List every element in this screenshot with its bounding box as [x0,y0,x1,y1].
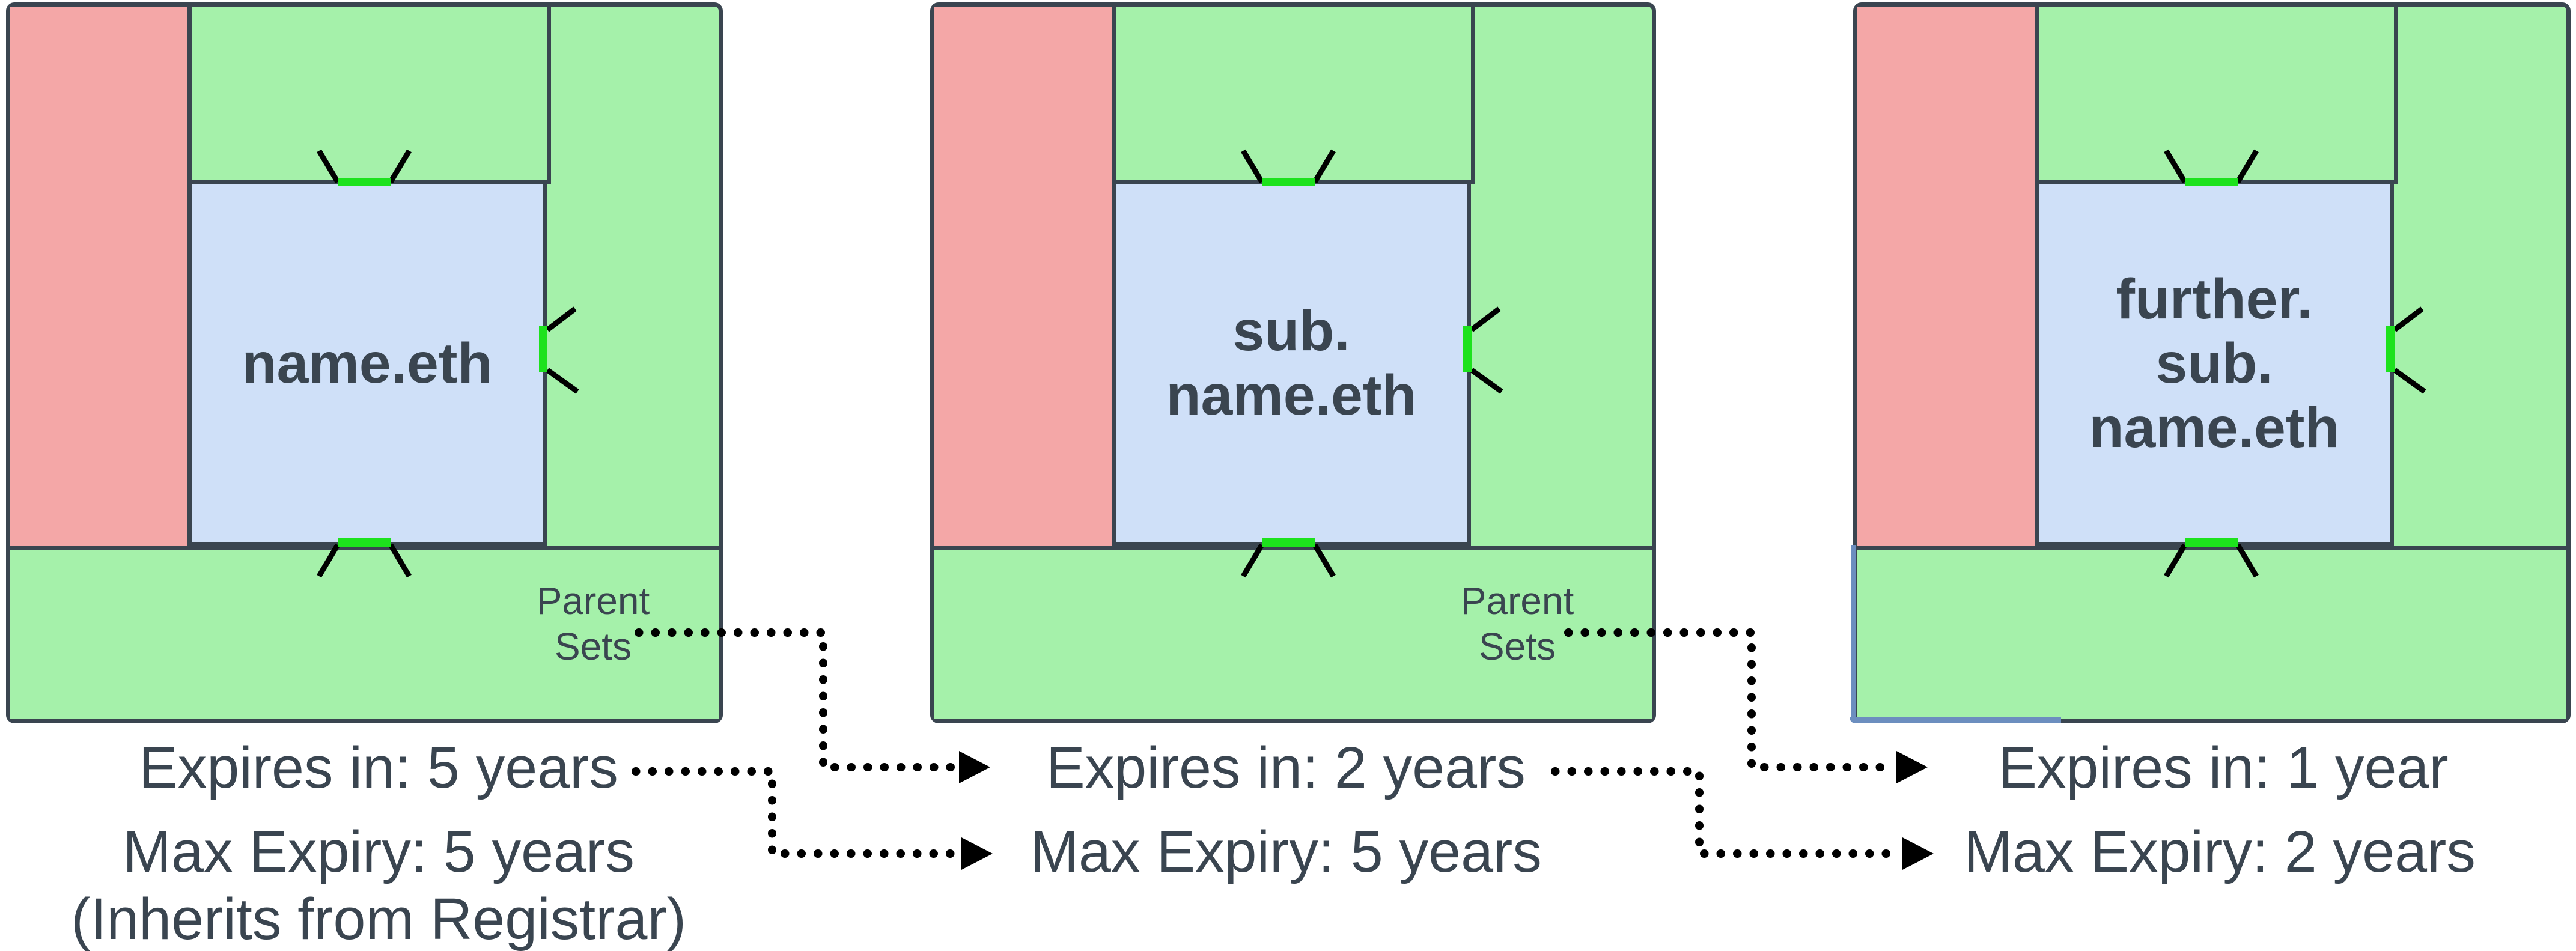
name-box: name.eth [187,180,547,547]
name-label-line2: sub. [2155,331,2273,395]
name-label: name.eth [242,331,493,395]
parent-sets-line2: Sets [1478,625,1556,668]
red-expired-panel [1857,7,2039,546]
diagram-box-further-sub-name-eth: further. sub. name.eth [1853,2,2571,723]
max-expiry-text-name-eth: Max Expiry: 5 years [123,819,635,884]
blue-accent-border-vertical [1851,545,1856,721]
blue-accent-border-horizontal [1850,717,2061,723]
parent-sets-line2: Sets [554,625,632,668]
bottom-green-strip: Parent Sets [934,546,1652,719]
parent-sets-label: Parent Sets [503,578,683,669]
expires-text-further-sub: Expires in: 1 year [1998,735,2449,800]
column-divider-line [2394,7,2398,184]
expires-text-sub: Expires in: 2 years [1046,735,1526,800]
red-expired-panel [934,7,1116,546]
max-expiry-text-further-sub: Max Expiry: 2 years [1964,819,2476,884]
diagram-box-sub-name-eth: Parent Sets sub. name.eth [930,2,1656,723]
name-box: sub. name.eth [1112,180,1471,547]
max-expiry-text-sub: Max Expiry: 5 years [1030,819,1542,884]
name-box: further. sub. name.eth [2035,180,2394,547]
red-expired-panel [10,7,192,546]
parent-sets-label: Parent Sets [1427,578,1607,669]
name-label-line1: further. [2116,267,2313,331]
parent-sets-line1: Parent [1460,579,1574,622]
bottom-green-strip: Parent Sets [10,546,719,719]
diagram-box-name-eth: Parent Sets name.eth [6,2,723,723]
expires-text-name-eth: Expires in: 5 years [139,735,618,800]
inherits-note: (Inherits from Registrar) [70,886,687,951]
parent-sets-line1: Parent [536,579,650,622]
name-label-line1: sub. [1232,299,1350,363]
name-label-line3: name.eth [2089,395,2340,460]
name-label-line2: name.eth [1166,363,1417,427]
column-divider-line [1471,7,1475,184]
bottom-green-strip [1857,546,2566,719]
column-divider-line [547,7,551,184]
